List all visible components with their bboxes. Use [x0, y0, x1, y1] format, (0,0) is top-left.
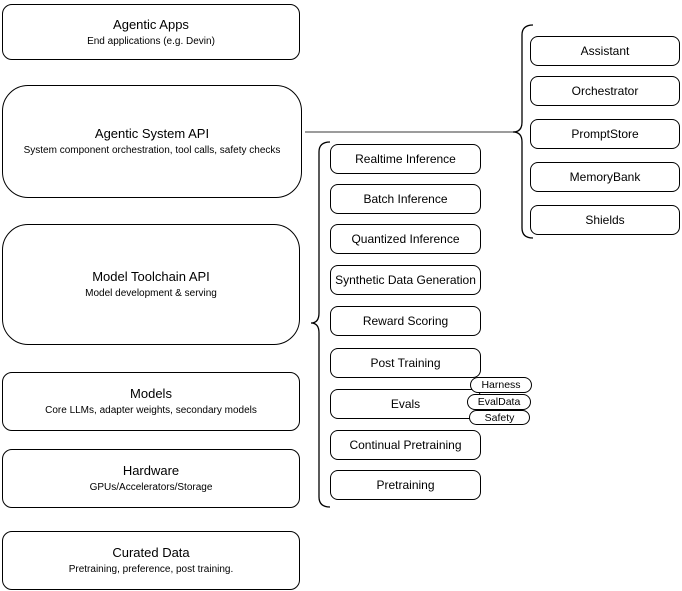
system-node-promptstore: PromptStore [530, 119, 680, 149]
layer-curated-data: Curated Data Pretraining, preference, po… [2, 531, 300, 590]
layer-title: Model Toolchain API [92, 269, 210, 284]
layer-subtitle: End applications (e.g. Devin) [87, 35, 215, 47]
layer-title: Hardware [122, 463, 180, 478]
toolchain-node-quantized-inference: Quantized Inference [330, 224, 481, 254]
layer-title: Agentic Apps [113, 16, 189, 32]
layer-models: Models Core LLMs, adapter weights, secon… [2, 372, 300, 431]
layer-title: Models [130, 386, 172, 401]
layer-subtitle: GPUs/Accelerators/Storage [89, 482, 213, 493]
evals-tag-safety: Safety [469, 410, 530, 425]
toolchain-node-evals: Evals [330, 389, 481, 419]
system-node-orchestrator: Orchestrator [530, 76, 680, 106]
toolchain-node-realtime-inference: Realtime Inference [330, 144, 481, 174]
layer-model-toolchain-api: Model Toolchain API Model development & … [2, 224, 300, 345]
toolchain-group-brace [310, 141, 331, 508]
toolchain-node-post-training: Post Training [330, 348, 481, 378]
layer-subtitle: System component orchestration, tool cal… [23, 145, 281, 156]
layer-title: Agentic System API [94, 126, 210, 141]
evals-tag-harness: Harness [470, 377, 532, 393]
layer-title: Curated Data [112, 545, 190, 560]
toolchain-node-reward-scoring: Reward Scoring [330, 306, 481, 336]
layer-agentic-system-api: Agentic System API System component orch… [2, 85, 302, 198]
system-node-shields: Shields [530, 205, 680, 235]
toolchain-node-batch-inference: Batch Inference [330, 184, 481, 214]
layer-subtitle: Pretraining, preference, post training. [68, 564, 234, 575]
system-node-assistant: Assistant [530, 36, 680, 66]
layer-subtitle: Model development & serving [85, 288, 217, 299]
toolchain-node-continual-pretraining: Continual Pretraining [330, 430, 481, 460]
evals-tag-evaldata: EvalData [467, 394, 531, 410]
layer-subtitle: Core LLMs, adapter weights, secondary mo… [45, 405, 257, 416]
layer-hardware: Hardware GPUs/Accelerators/Storage [2, 449, 300, 508]
system-node-memorybank: MemoryBank [530, 162, 680, 192]
toolchain-node-pretraining: Pretraining [330, 470, 481, 500]
toolchain-node-synthetic-data-generation: Synthetic Data Generation [330, 265, 481, 295]
layer-agentic-apps: Agentic Apps End applications (e.g. Devi… [2, 4, 300, 60]
